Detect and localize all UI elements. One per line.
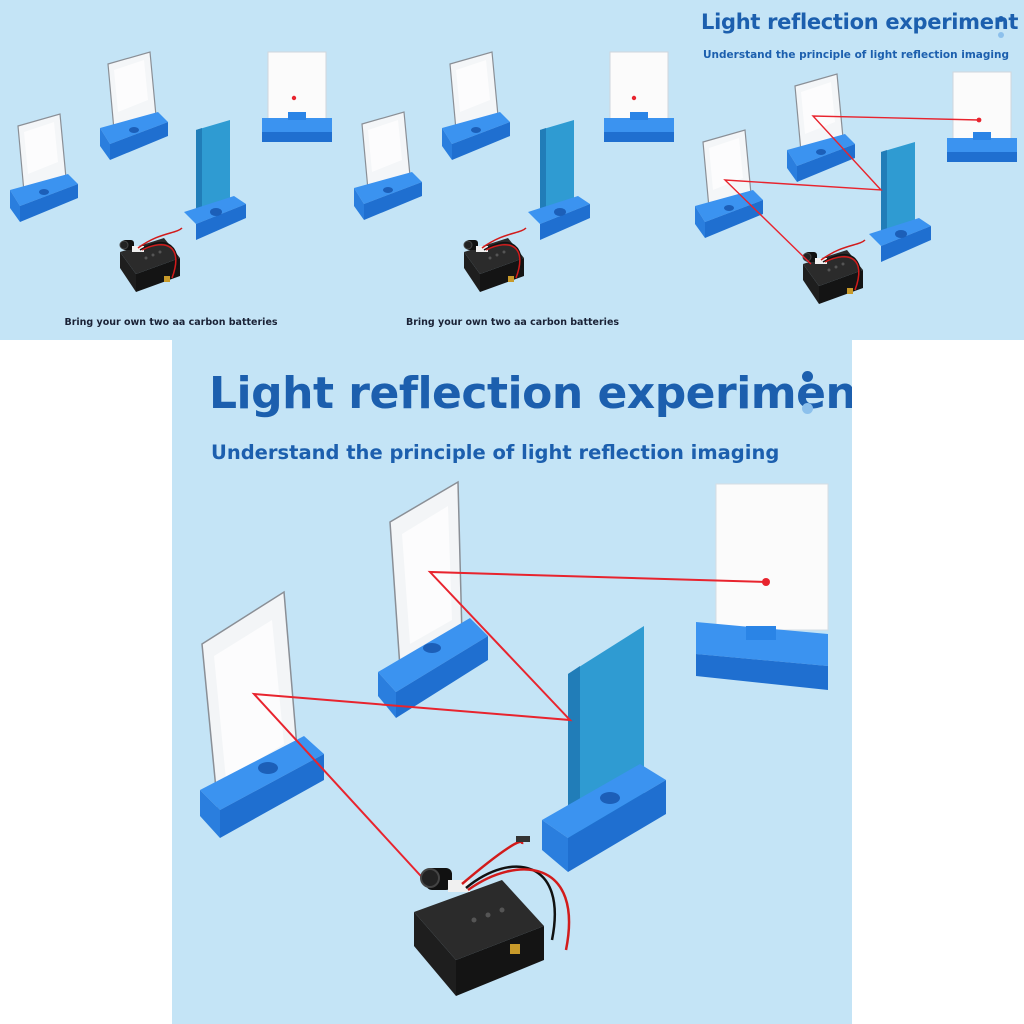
battery-holder (414, 836, 571, 996)
white-screen (696, 483, 829, 690)
laser-dot (631, 95, 637, 101)
experiment-kit-illustration (200, 480, 829, 996)
wire-red (467, 868, 571, 951)
blue-filter (869, 142, 931, 262)
main-title: Light reflection experiment (209, 368, 852, 419)
battery-note: Bring your own two aa carbon batteries (405, 317, 620, 328)
wire-red (461, 840, 524, 885)
mirror-left (200, 590, 324, 838)
laser-dot (976, 117, 982, 123)
white-screen (603, 51, 675, 143)
laser-dot (291, 95, 297, 101)
mirror-left (353, 111, 423, 221)
mirror-back (99, 51, 169, 161)
title-dots-icon (998, 14, 1004, 40)
experiment-kit-illustration (694, 71, 1018, 305)
blue-filter (528, 120, 590, 240)
battery-holder (463, 227, 527, 293)
blue-filter (184, 120, 246, 240)
mirror-back (786, 73, 856, 183)
product-panel-top-middle: Bring your own two aa carbon batteries (342, 0, 683, 340)
white-screen (946, 71, 1018, 163)
experiment-kit-illustration (9, 51, 333, 293)
main-subtitle: Understand the principle of light reflec… (211, 441, 780, 464)
laser-beam-path (251, 570, 767, 887)
battery-note: Bring your own two aa carbon batteries (64, 317, 278, 328)
product-panel-main: Light reflection experiment Understand t… (172, 340, 852, 1024)
mirror-back (441, 51, 511, 161)
laser-dot (762, 578, 770, 586)
experiment-kit-illustration (353, 51, 675, 293)
product-panel-top-right: Light reflection experiment Understand t… (683, 0, 1024, 340)
battery-holder (119, 227, 183, 293)
title-dots-icon (802, 371, 814, 419)
battery-holder (802, 239, 866, 305)
laser-beam-path (723, 115, 980, 265)
panel-title: Light reflection experiment (701, 10, 1019, 34)
blue-filter (542, 626, 666, 872)
white-screen (261, 51, 333, 143)
product-panel-top-left: Bring your own two aa carbon batteries (0, 0, 342, 340)
panel-subtitle: Understand the principle of light reflec… (703, 49, 1009, 61)
mirror-back (378, 480, 488, 718)
mirror-left (9, 113, 79, 223)
